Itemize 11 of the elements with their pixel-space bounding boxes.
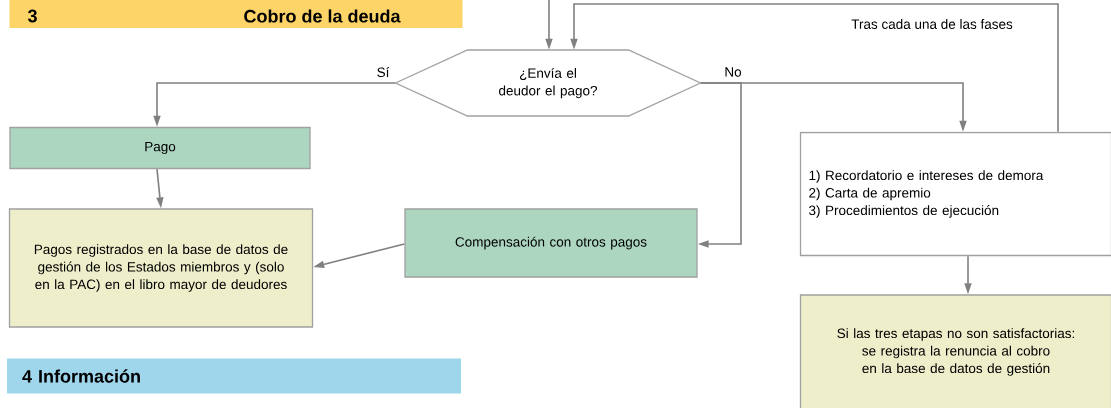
section-header: 3 Cobro de la deuda <box>9 0 463 28</box>
process-box: Compensación con otros pagos <box>404 208 698 278</box>
edge-label: Sí <box>375 65 391 79</box>
result-box: Pagos registrados en la base de datos de gestión de los Estados miembros y (solo en la PAC) en el libro mayor de deudores <box>8 208 314 328</box>
edge-label: Tras cada una de las fases <box>850 18 1014 30</box>
process-box: Pago <box>9 126 311 170</box>
result-box: Si las tres etapas no son satisfactorias: se registra la renuncia al cobro en la base de datos de gestión <box>799 294 1111 408</box>
arrow <box>570 3 1059 133</box>
steps-box: 1) Recordatorio e intereses de demora 2) Carta de apremio 3) Procedimientos de ejecución <box>799 131 1111 257</box>
section-header: 4 Información <box>7 358 461 394</box>
edge-label: No <box>723 66 743 78</box>
